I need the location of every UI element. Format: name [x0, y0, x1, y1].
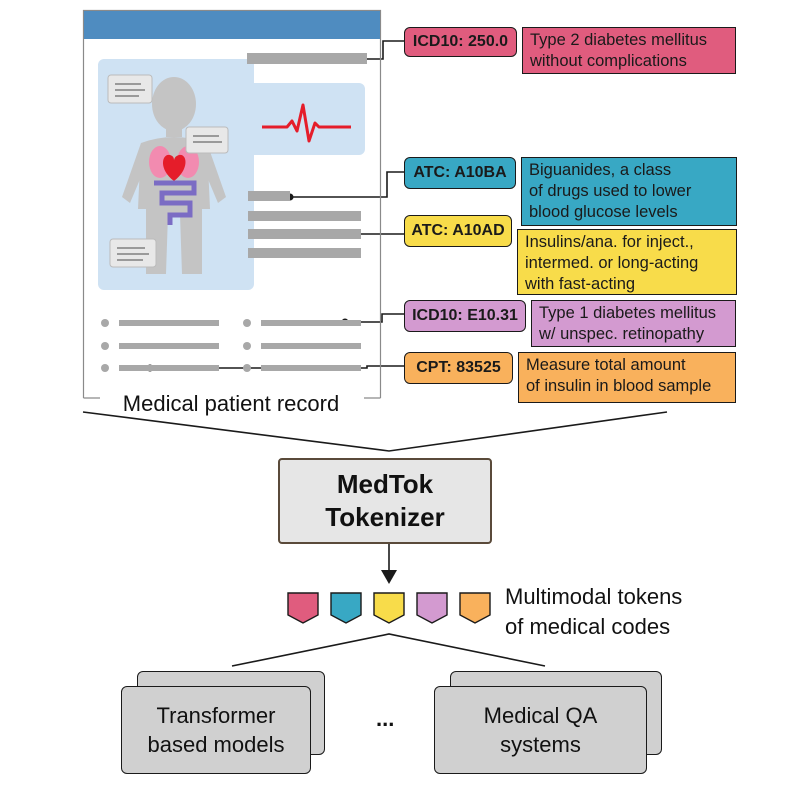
token-row — [287, 592, 491, 624]
connector-icd10-e1031 — [345, 313, 404, 323]
connector-cpt-83525 — [150, 365, 404, 369]
note-bubble-icon — [107, 74, 153, 104]
record-bullet-list-left — [101, 319, 219, 372]
record-caption: Medical patient record — [122, 391, 340, 416]
tokens-caption: Multimodal tokens of medical codes — [505, 584, 683, 639]
code-description-atc-a10ad: Insulins/ana. for inject., intermed. or … — [517, 229, 737, 295]
downstream-fan-lines — [231, 633, 546, 667]
record-bullet-list-right — [243, 319, 361, 372]
medtok-tokenizer-box: MedTok Tokenizer — [278, 458, 492, 544]
code-tag-icd10-2500: ICD10: 250.0 — [404, 27, 517, 57]
code-tag-icd10-e1031: ICD10: E10.31 — [404, 300, 526, 332]
note-bubble-icon — [109, 238, 157, 268]
token-icon — [287, 592, 319, 624]
anatomy-panel — [98, 59, 254, 290]
token-icon — [330, 592, 362, 624]
connector-atc-a10ba — [290, 171, 404, 198]
code-description-icd10-e1031: Type 1 diabetes mellitus w/ unspec. reti… — [531, 300, 736, 347]
code-description-icd10-2500: Type 2 diabetes mellitus without complic… — [522, 27, 736, 74]
code-tag-atc-a10ad: ATC: A10AD — [404, 215, 512, 247]
ecg-wave-icon — [262, 103, 351, 143]
code-tag-atc-a10ba: ATC: A10BA — [404, 157, 516, 189]
token-icon — [373, 592, 405, 624]
code-description-atc-a10ba: Biguanides, a class of drugs used to low… — [521, 157, 737, 226]
record-text-line — [248, 191, 290, 201]
heart-icon — [163, 154, 186, 181]
transformer-models-box: Transformer based models — [121, 686, 311, 774]
record-text-line — [248, 248, 361, 258]
note-bubble-icon — [185, 126, 229, 154]
token-icon — [416, 592, 448, 624]
patient-record — [82, 9, 382, 412]
code-description-cpt-83525: Measure total amount of insulin in blood… — [518, 352, 736, 403]
tokenizer-arrow-head — [381, 570, 397, 584]
record-text-line — [247, 53, 367, 64]
record-header-bar — [84, 11, 380, 39]
record-text-line — [248, 229, 361, 239]
token-icon — [459, 592, 491, 624]
record-border — [82, 9, 382, 399]
medical-qa-systems-box: Medical QA systems — [434, 686, 647, 774]
funnel-lines — [82, 411, 668, 452]
ecg-panel — [247, 83, 365, 155]
code-tag-cpt-83525: CPT: 83525 — [404, 352, 513, 384]
record-text-line — [248, 211, 361, 221]
intestine-icon — [154, 180, 197, 225]
downstream-ellipsis: ... — [376, 706, 395, 731]
